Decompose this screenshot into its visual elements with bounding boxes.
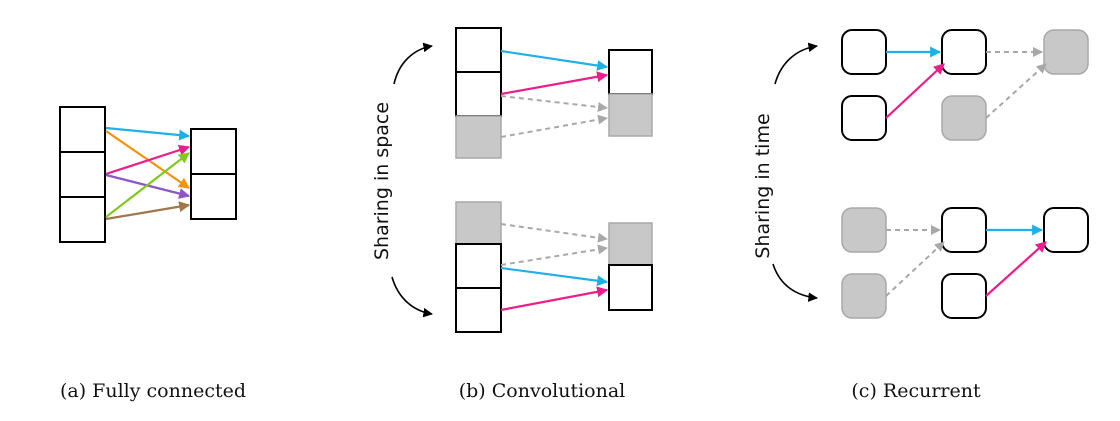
rnn-top-edge-gray-2 (985, 63, 1047, 119)
rnn-bottom-edge-gray-2 (885, 241, 945, 297)
rnn-top-edge-pink (885, 63, 945, 119)
curved-arrow-top (774, 42, 818, 85)
rnn-top-state-1 (841, 29, 887, 75)
conv-bottom-input-1-inactive (455, 201, 502, 245)
rnn-top-input-1 (841, 95, 887, 141)
input-cell-1 (59, 106, 106, 153)
caption-a: (a) Fully connected (60, 380, 246, 402)
edge-brown (105, 201, 191, 221)
rnn-bottom-input-1-inactive (841, 273, 887, 319)
conv-top-input-1 (455, 27, 502, 73)
edge-blue (105, 126, 191, 141)
conv-bottom-output-1-inactive (608, 222, 653, 266)
edge-green (105, 152, 190, 218)
conv-top-edge-gray-2 (500, 114, 608, 138)
conv-top-edge-blue (500, 49, 609, 71)
rnn-bottom-state-3 (1043, 207, 1089, 253)
conv-top-input-2 (455, 71, 502, 117)
rnn-bottom-input-2 (941, 273, 987, 319)
panel-fully-connected: (a) Fully connected (59, 106, 246, 402)
curved-arrow-bottom (391, 276, 433, 318)
rnn-top-state-3-inactive (1043, 29, 1089, 75)
conv-bottom-edge-pink (500, 286, 609, 312)
conv-top-edge-pink (500, 71, 609, 96)
label-sharing-in-space: Sharing in space (371, 102, 393, 260)
conv-bottom-input-2 (455, 243, 502, 289)
rnn-bottom-state-2 (941, 207, 987, 253)
output-cell-2 (190, 173, 237, 220)
input-cell-3 (59, 196, 106, 243)
panel-convolutional: Sharing in space (b) Convolutional (371, 27, 653, 402)
rnn-bottom-edge-pink (985, 241, 1047, 297)
edge-pink (105, 144, 191, 176)
caption-c: (c) Recurrent (851, 380, 981, 402)
conv-top-input-3-inactive (455, 115, 502, 159)
panel-recurrent: Sharing in time (c) Recurrent (752, 29, 1089, 402)
rnn-top-input-2-inactive (941, 95, 987, 141)
conv-bottom-input-3 (455, 287, 502, 333)
caption-b: (b) Convolutional (459, 380, 626, 402)
curved-arrow-top (393, 42, 433, 85)
conv-bottom-edge-blue (500, 266, 609, 287)
curved-arrow-bottom (772, 263, 818, 302)
conv-top-output-2-inactive (608, 93, 653, 137)
conv-bottom-output-2 (608, 264, 653, 311)
conv-top-edge-gray-1 (500, 95, 608, 112)
rnn-bottom-state-1-inactive (841, 207, 887, 253)
input-cell-2 (59, 151, 106, 198)
rnn-top-state-2 (941, 29, 987, 75)
conv-bottom-edge-gray-2 (500, 244, 608, 266)
conv-bottom-edge-gray-1 (500, 223, 608, 243)
conv-top-output-1 (608, 49, 653, 95)
output-cell-1 (190, 128, 237, 175)
label-sharing-in-time: Sharing in time (752, 113, 774, 258)
